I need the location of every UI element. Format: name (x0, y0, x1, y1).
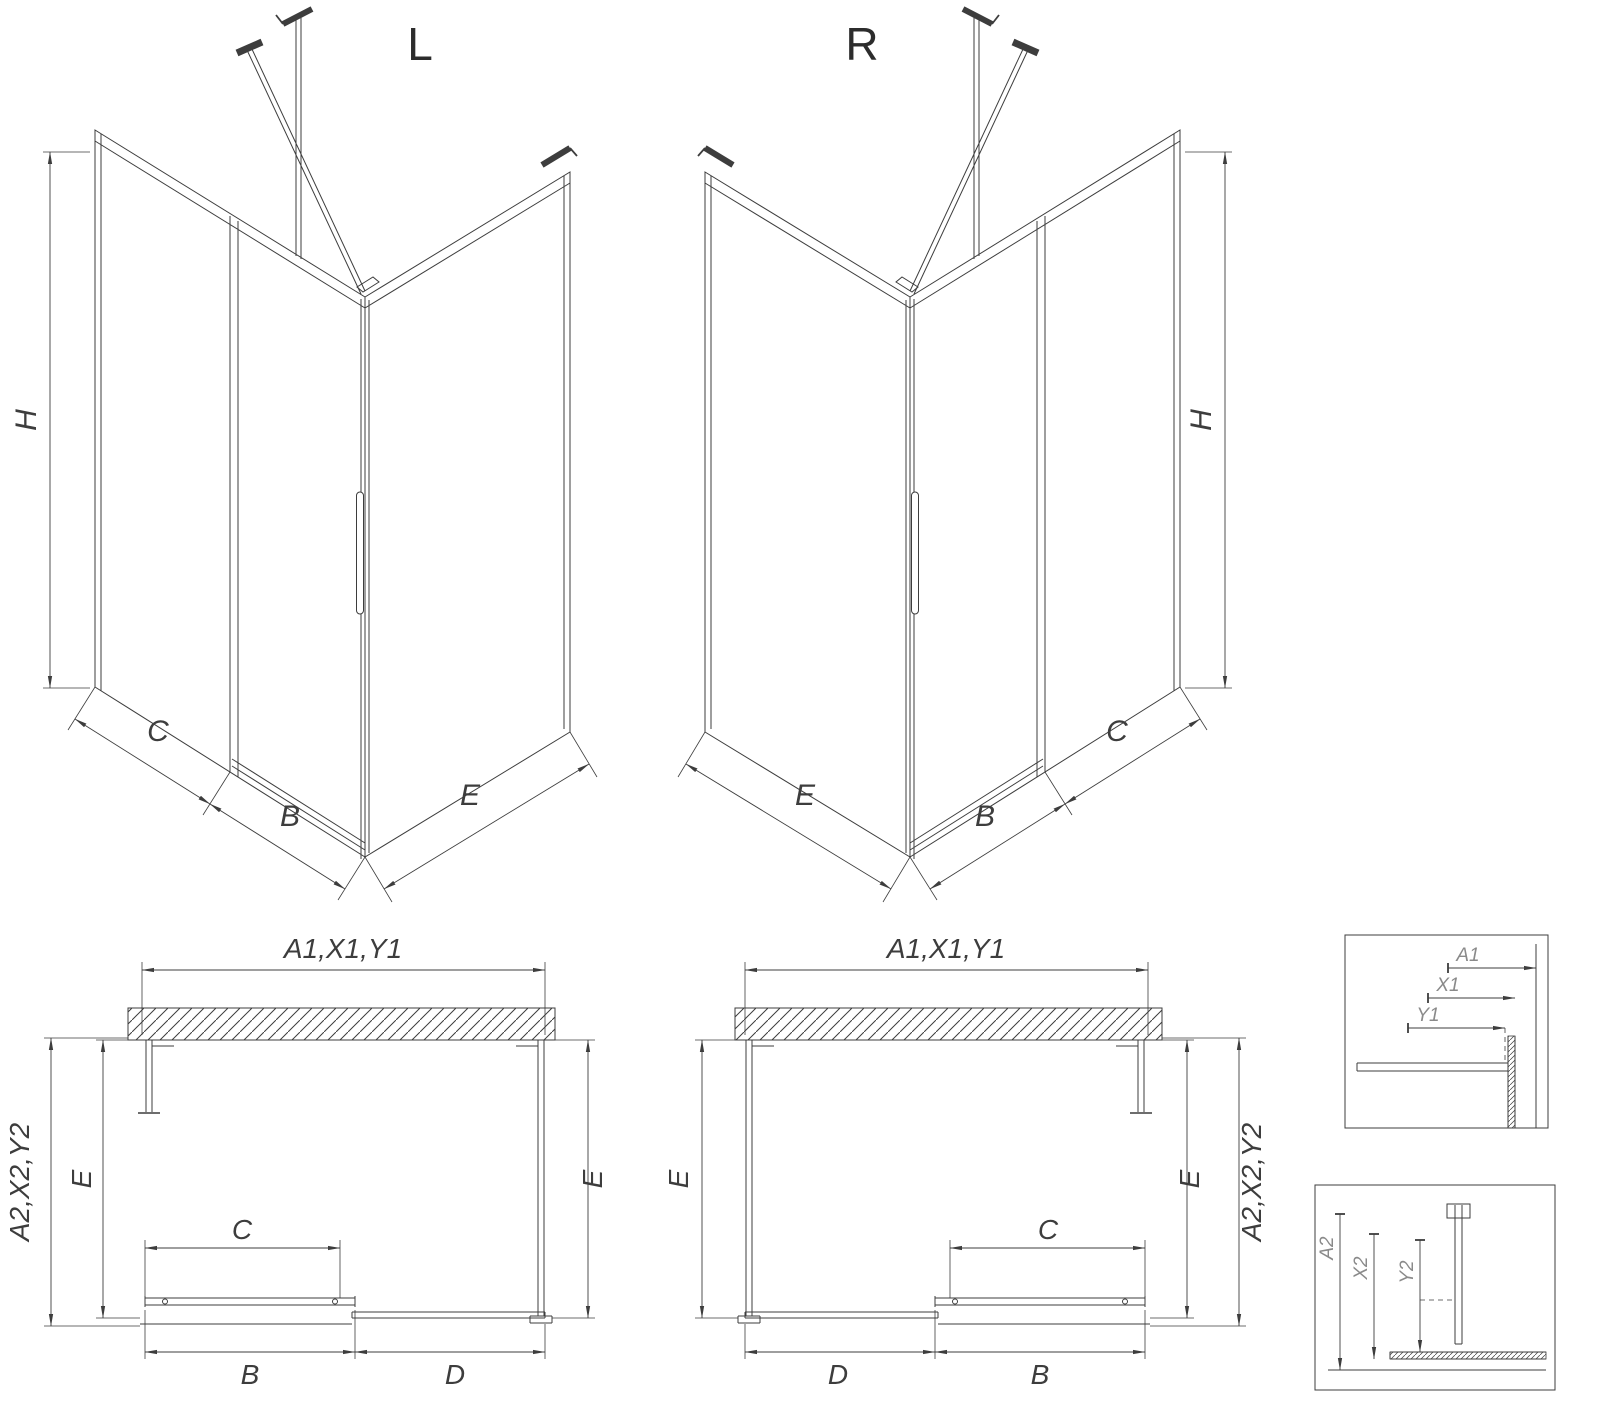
door-roller-icon (1122, 1298, 1128, 1305)
detail-label-x2: X2 (1351, 1256, 1372, 1281)
dimension-c-plan-left: C (144, 1214, 341, 1298)
glass-section (1507, 1035, 1516, 1129)
detail-view-a2: A2 X2 Y2 (1314, 1184, 1556, 1391)
variant-label-left: L (407, 18, 433, 70)
wall-bracket-icon (235, 38, 264, 57)
dim-label-e: E (1174, 1169, 1205, 1188)
dimension-a1-right: A1,X1,Y1 (744, 933, 1149, 1035)
corner-connector (356, 276, 380, 293)
dim-label-b: B (241, 1359, 260, 1390)
detail-a2-structure (1328, 1203, 1547, 1371)
glass-section (1389, 1351, 1547, 1360)
detail-a1-dimensions: A1 X1 Y1 (1407, 945, 1537, 1033)
detail-a1-structure (1356, 944, 1537, 1129)
dim-label-a2x2y2: A2,X2,Y2 (4, 1122, 35, 1243)
dim-label-b: B (280, 800, 300, 833)
dimension-c-plan-right: C (949, 1214, 1146, 1298)
wall-bracket-icon (703, 145, 735, 168)
ceiling-supports-right-variant (697, 6, 1040, 295)
dim-label-c: C (147, 715, 169, 748)
dim-label-e: E (577, 1169, 608, 1188)
door-handle (356, 491, 364, 615)
wall-section (127, 1007, 556, 1041)
detail-label-a1: A1 (1455, 945, 1479, 966)
plan-view-right: A1,X1,Y1 A2,X2,Y2 E E C (663, 933, 1267, 1390)
dimension-c-right: C (1064, 686, 1208, 805)
dim-label-e: E (663, 1169, 694, 1188)
dimension-e-right: E (677, 731, 911, 903)
plan-view-left: A1,X1,Y1 A2,X2,Y2 E E C (4, 933, 608, 1390)
dimension-e-right-side: E (550, 1039, 608, 1319)
detail-frame (1344, 934, 1549, 1129)
dim-label-h: H (1185, 409, 1218, 431)
bracket-section (1446, 1203, 1471, 1219)
wall-bracket-icon (540, 145, 572, 168)
glass-panels-left-variant (94, 129, 571, 859)
dim-label-d: D (828, 1359, 848, 1390)
dimension-e-left: E (364, 731, 598, 903)
dimension-b-right: B (909, 771, 1073, 901)
corner-connector (895, 276, 919, 293)
dimension-e-right-side: E (1150, 1039, 1205, 1319)
side-glass-panel (704, 171, 911, 858)
dim-label-d: D (445, 1359, 465, 1390)
ceiling-bracket-icon (961, 6, 994, 27)
dim-label-h: H (10, 409, 43, 431)
dim-label-c: C (232, 1214, 253, 1245)
dim-label-a1x1y1: A1,X1,Y1 (885, 933, 1005, 964)
dimension-a1-left: A1,X1,Y1 (141, 933, 546, 1035)
iso-view-left: L (10, 6, 598, 903)
detail-label-y1: Y1 (1416, 1005, 1439, 1026)
dim-label-e: E (66, 1169, 97, 1188)
dimension-h-left: H (10, 151, 90, 689)
dimension-a2-right: A2,X2,Y2 (1150, 1037, 1267, 1327)
dimension-b-d-plan-left: B D (144, 1310, 546, 1390)
door-handle (911, 491, 919, 615)
dimension-h-right: H (1185, 151, 1232, 689)
side-glass-panel (364, 171, 571, 858)
dim-label-a1x1y1: A1,X1,Y1 (282, 933, 402, 964)
ceiling-supports-left-variant (235, 6, 578, 295)
detail-view-a1: A1 X1 Y1 (1344, 934, 1549, 1129)
dimension-e-left-side: E (66, 1039, 140, 1319)
dimension-a2-left: A2,X2,Y2 (4, 1037, 140, 1327)
door-roller-icon (332, 1298, 338, 1305)
variant-label-right: R (845, 18, 878, 70)
detail-label-y2: Y2 (1397, 1260, 1418, 1284)
detail-frame (1314, 1184, 1556, 1391)
dim-label-e: E (460, 779, 481, 812)
dim-label-a2x2y2: A2,X2,Y2 (1236, 1122, 1267, 1243)
door-roller-icon (952, 1298, 958, 1305)
dimension-b-left: B (209, 800, 366, 901)
dim-label-c: C (1106, 715, 1128, 748)
dimension-b-d-plan-right: D B (744, 1310, 1146, 1390)
detail-label-x1: X1 (1435, 975, 1459, 996)
plan-structure-right (737, 1040, 1152, 1325)
dim-label-b: B (975, 800, 995, 833)
ceiling-bracket-icon (281, 6, 314, 27)
iso-view-right: R (677, 6, 1232, 903)
door-roller-icon (162, 1298, 168, 1305)
dimension-e-left-side: E (663, 1039, 740, 1319)
wall-section (734, 1007, 1163, 1041)
dim-label-e: E (795, 779, 816, 812)
dim-label-b: B (1031, 1359, 1050, 1390)
dimension-c-left: C (67, 686, 231, 816)
detail-a2-dimensions: A2 X2 Y2 (1317, 1213, 1425, 1371)
detail-label-a2: A2 (1317, 1236, 1338, 1261)
dim-label-c: C (1038, 1214, 1059, 1245)
wall-bracket-icon (1011, 38, 1040, 57)
glass-panels-right-variant (704, 129, 1181, 859)
plan-structure-left (138, 1040, 553, 1325)
